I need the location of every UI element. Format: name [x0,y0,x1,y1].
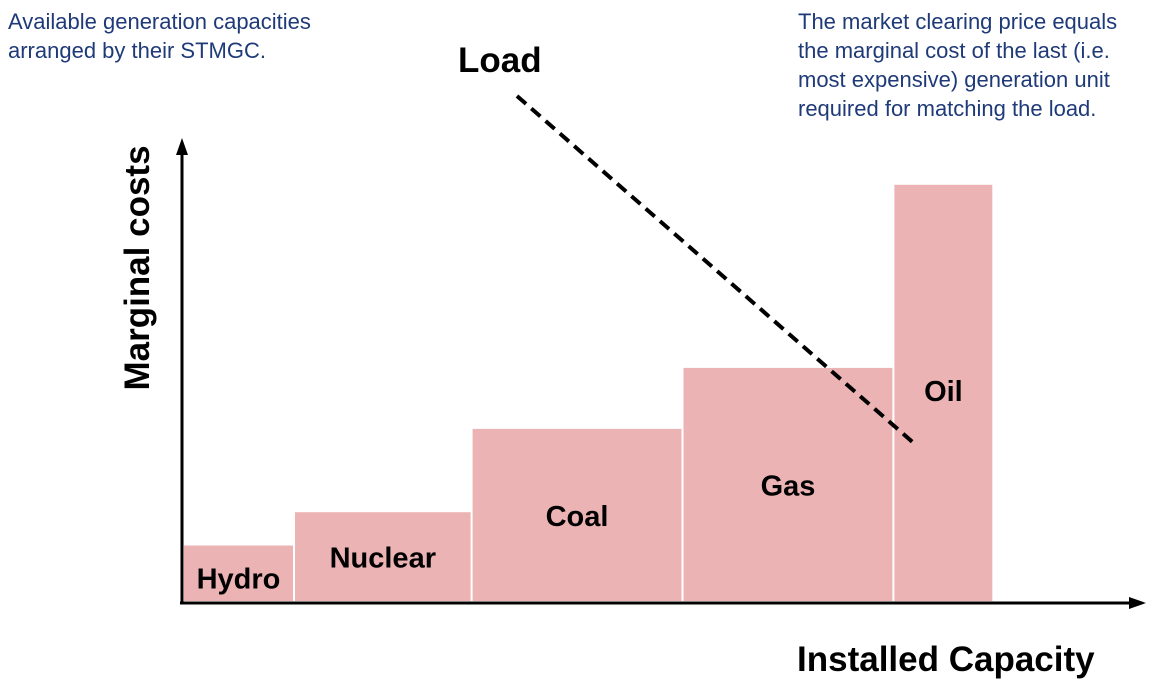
right-annotation-line-3: most expensive) generation unit [798,67,1110,92]
bar-coal [472,428,682,601]
bar-label-nuclear: Nuclear [330,543,436,575]
x-axis-title: Installed Capacity [797,640,1095,679]
left-annotation-line-1: Available generation capacities [8,9,311,34]
right-annotation-line-2: the marginal cost of the last (i.e. [798,38,1110,63]
axes-layer [176,138,1146,609]
bar-label-coal: Coal [546,501,609,533]
left-annotation: Available generation capacities arranged… [8,7,368,65]
load-layer [515,94,918,448]
bar-label-gas: Gas [761,470,816,502]
bar-oil [894,184,993,602]
y-axis-title: Marginal costs [118,145,157,391]
bar-label-oil: Oil [924,376,963,408]
load-label: Load [458,41,542,80]
bar-hydro [184,545,293,601]
bar-gas [683,367,893,601]
right-annotation: The market clearing price equals the mar… [798,7,1154,123]
bar-nuclear [295,512,471,601]
bar-labels-layer: Hydro Nuclear Coal Gas Oil [197,376,963,596]
x-axis-arrowhead [1129,597,1146,609]
right-annotation-line-4: required for matching the load. [798,96,1097,121]
right-annotation-line-1: The market clearing price equals [798,9,1118,34]
bar-label-hydro: Hydro [197,563,281,595]
load-curve [515,94,918,448]
bars-layer [184,184,993,602]
left-annotation-line-2: arranged by their STMGC. [8,38,266,63]
y-axis-arrowhead [176,138,188,155]
